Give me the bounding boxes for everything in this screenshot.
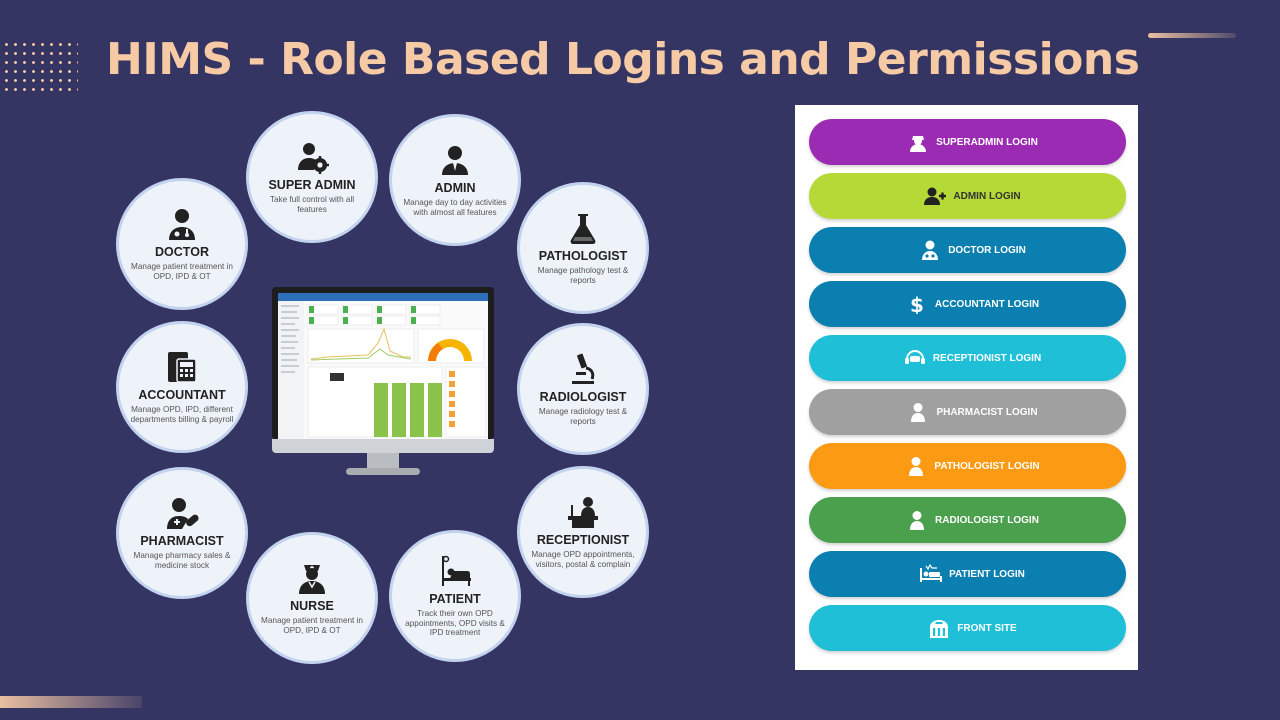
role-description: Manage radiology test & reports (538, 406, 628, 426)
role-description: Track their own OPD appointments, OPD vi… (405, 609, 505, 638)
calculator-icon (165, 350, 199, 384)
login-label: RECEPTIONIST LOGIN (932, 352, 1042, 364)
role-description: Manage patient treatment in OPD, IPD & O… (261, 615, 363, 635)
role-radiologist: RADIOLOGIST Manage radiology test & repo… (517, 323, 649, 455)
radiologist-login-button[interactable]: RADIOLOGIST LOGIN (809, 497, 1126, 543)
login-label: PATHOLOGIST LOGIN (934, 460, 1040, 472)
login-label: RADIOLOGIST LOGIN (935, 514, 1039, 526)
role-receptionist: RECEPTIONIST Manage OPD appointments, vi… (517, 466, 649, 598)
role-name: PHARMACIST (140, 533, 224, 548)
role-name: ACCOUNTANT (138, 387, 226, 402)
svg-text:$: $ (910, 294, 924, 314)
role-name: RECEPTIONIST (536, 532, 630, 547)
role-name: PATHOLOGIST (538, 248, 628, 263)
role-description: Manage pathology test & reports (537, 265, 629, 285)
login-label: FRONT SITE (957, 622, 1017, 634)
superadmin-login-button[interactable]: SUPERADMIN LOGIN (809, 119, 1126, 165)
role-admin: ADMIN Manage day to day activities with … (389, 114, 521, 246)
accent-bar-top (1148, 33, 1236, 38)
dashboard-monitor-image (272, 287, 494, 489)
role-name: SUPER ADMIN (268, 177, 356, 192)
dollar-icon: $ (906, 294, 928, 314)
role-name: NURSE (290, 598, 334, 613)
admin-login-button[interactable]: ADMIN LOGIN (809, 173, 1126, 219)
microscope-icon (566, 352, 600, 386)
role-description: Manage day to day activities with almost… (403, 197, 507, 217)
page-title: HIMS - Role Based Logins and Permissions (106, 34, 1140, 85)
headset-icon (904, 348, 926, 368)
accent-bar-bottom (0, 696, 142, 708)
login-label: ADMIN LOGIN (953, 190, 1021, 202)
user-icon (905, 456, 927, 476)
role-description: Manage OPD appointments, visitors, posta… (531, 549, 635, 569)
user-doctor-icon (919, 240, 941, 260)
nurse-icon (295, 561, 329, 595)
user-icon (906, 510, 928, 530)
login-label: PATIENT LOGIN (949, 568, 1025, 580)
user-secret-icon (907, 132, 929, 152)
role-name: RADIOLOGIST (539, 389, 627, 404)
role-nurse: NURSE Manage patient treatment in OPD, I… (246, 532, 378, 664)
receptionist-login-button[interactable]: RECEPTIONIST LOGIN (809, 335, 1126, 381)
user-plus-icon (924, 186, 947, 206)
bed-icon (920, 564, 943, 584)
doctor-login-button[interactable]: DOCTOR LOGIN (809, 227, 1126, 273)
accountant-login-button[interactable]: $ ACCOUNTANT LOGIN (809, 281, 1126, 327)
role-name: ADMIN (434, 180, 476, 195)
role-pharmacist: PHARMACIST Manage pharmacy sales & medic… (116, 467, 248, 599)
dot-grid-decoration (2, 40, 78, 94)
pathologist-login-button[interactable]: PATHOLOGIST LOGIN (809, 443, 1126, 489)
login-label: SUPERADMIN LOGIN (936, 136, 1038, 148)
login-label: PHARMACIST LOGIN (936, 406, 1038, 418)
doctor-icon (165, 207, 199, 241)
role-pathologist: PATHOLOGIST Manage pathology test & repo… (517, 182, 649, 314)
role-name: DOCTOR (155, 244, 209, 259)
role-accountant: ACCOUNTANT Manage OPD, IPD, different de… (116, 321, 248, 453)
user-tie-icon (438, 143, 472, 177)
dashboard-screenshot (278, 293, 488, 439)
role-name: PATIENT (429, 592, 481, 607)
user-gear-icon (295, 140, 329, 174)
role-description: Take full control with all features (269, 194, 355, 214)
user-pill-icon (165, 496, 199, 530)
role-doctor: DOCTOR Manage patient treatment in OPD, … (116, 178, 248, 310)
role-description: Manage OPD, IPD, different departments b… (130, 404, 234, 424)
building-icon (928, 618, 950, 638)
login-label: ACCOUNTANT LOGIN (934, 298, 1040, 310)
flask-icon (566, 211, 600, 245)
patient-login-button[interactable]: PATIENT LOGIN (809, 551, 1126, 597)
login-buttons-panel: SUPERADMIN LOGIN ADMIN LOGIN DOCTOR LOGI… (795, 105, 1138, 670)
patient-bed-icon (438, 554, 472, 588)
front-site-button[interactable]: FRONT SITE (809, 605, 1126, 651)
role-description: Manage pharmacy sales & medicine stock (133, 550, 231, 570)
user-icon (907, 402, 929, 422)
pharmacist-login-button[interactable]: PHARMACIST LOGIN (809, 389, 1126, 435)
role-description: Manage patient treatment in OPD, IPD & O… (131, 261, 233, 281)
role-patient: PATIENT Track their own OPD appointments… (389, 530, 521, 662)
login-label: DOCTOR LOGIN (948, 244, 1026, 256)
reception-desk-icon (566, 495, 600, 529)
role-super-admin: SUPER ADMIN Take full control with all f… (246, 111, 378, 243)
